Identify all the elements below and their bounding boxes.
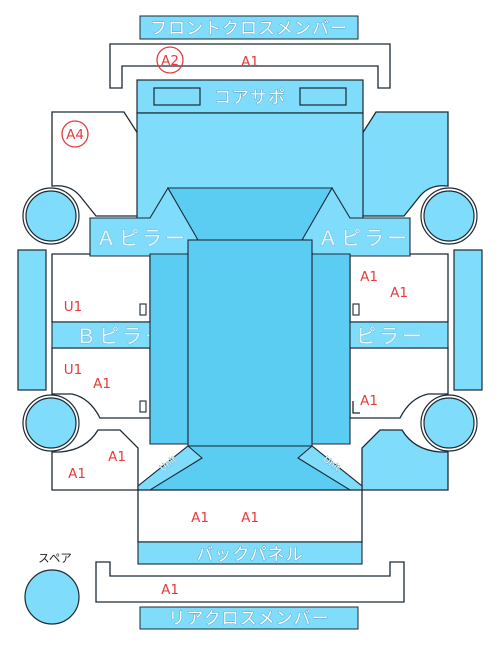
- left-front-door-handle: [139, 303, 147, 316]
- right-roof-rail: [311, 253, 351, 445]
- mark-left-door-u1-upper: U1: [64, 299, 82, 315]
- mark-a4-circle: [61, 120, 89, 148]
- headlight-left: [153, 87, 201, 106]
- a-pillar-left[interactable]: Ａピラー: [89, 186, 199, 257]
- left-rear-door-handle: [139, 400, 147, 413]
- mark-right-door-a1-b: A1: [390, 285, 408, 301]
- back-panel-label: バックパネル: [196, 545, 303, 565]
- left-rear-door[interactable]: [51, 347, 151, 419]
- mark-back-a1-left: A1: [191, 510, 209, 526]
- wheel-rear-right[interactable]: [420, 394, 478, 452]
- mark-front-a1: A1: [241, 54, 259, 70]
- rear-bumper-outline: [95, 561, 405, 603]
- wheel-front-left[interactable]: [22, 187, 80, 245]
- front-cross-member-label: フロントクロスメンバー: [150, 19, 348, 39]
- a-pillar-right[interactable]: Ａピラー: [301, 186, 411, 257]
- core-support[interactable]: コアサポ: [136, 79, 364, 114]
- mark-right-door-a1-a: A1: [360, 269, 378, 285]
- a-pillar-left-label: Ａピラー: [96, 226, 188, 250]
- mark-front-a2: A2: [161, 53, 179, 69]
- spare-tire[interactable]: [24, 569, 80, 625]
- a-pillar-right-label: Ａピラー: [318, 226, 410, 250]
- front-cross-member[interactable]: フロントクロスメンバー: [139, 15, 359, 40]
- left-roof-rail: [149, 253, 189, 445]
- mark-left-front-a4: A4: [66, 127, 84, 143]
- left-rear-quarter[interactable]: [51, 429, 139, 491]
- mark-back-a1-right: A1: [241, 510, 259, 526]
- mark-left-door-u1-lower: U1: [64, 362, 82, 378]
- roof-panel: [187, 239, 313, 447]
- rear-cross-member[interactable]: リアクロスメンバー: [139, 606, 359, 630]
- mark-left-rear-a1-upper: A1: [108, 449, 126, 465]
- rear-cross-member-label: リアクロスメンバー: [168, 609, 329, 629]
- spare-label: スペア: [38, 551, 72, 565]
- left-side-sill[interactable]: [17, 249, 47, 391]
- right-rear-door[interactable]: [349, 347, 449, 419]
- right-rear-door-handle: [352, 401, 360, 414]
- mark-left-door-a1: A1: [93, 376, 111, 392]
- wheel-front-right[interactable]: [420, 187, 478, 245]
- front-bumper-outline: [109, 43, 391, 89]
- mark-right-door-a1-lower: A1: [360, 393, 378, 409]
- core-support-label: コアサポ: [214, 88, 286, 108]
- back-panel[interactable]: バックパネル: [137, 541, 363, 565]
- right-side-sill[interactable]: [453, 249, 483, 391]
- roof-cabin[interactable]: [149, 187, 351, 447]
- wheel-rear-left[interactable]: [22, 394, 80, 452]
- mark-a2-circle: [156, 46, 184, 74]
- headlight-right: [299, 87, 347, 106]
- right-front-door-handle: [352, 303, 360, 316]
- mark-left-rear-a1-lower: A1: [68, 466, 86, 482]
- mark-rear-a1: A1: [161, 582, 179, 598]
- right-rear-quarter[interactable]: [361, 429, 449, 491]
